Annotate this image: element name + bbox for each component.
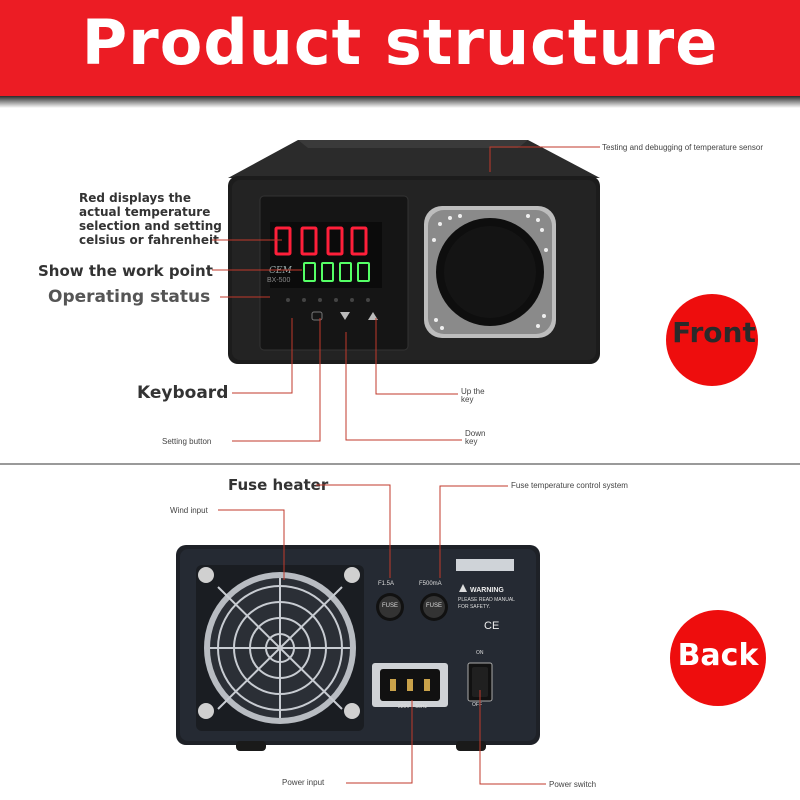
- power-socket-icon: [372, 663, 448, 707]
- up-key-label: Up the key: [461, 387, 485, 404]
- ce-mark: CE: [484, 620, 500, 632]
- fuse-left-cap: FUSE: [382, 603, 399, 609]
- back-badge-label: Back: [677, 638, 759, 673]
- back-badge: [670, 610, 766, 706]
- wind-input-label: Wind input: [170, 506, 208, 515]
- brand-text: CEM: [269, 266, 292, 276]
- fuse-right-cap: FUSE: [426, 603, 443, 609]
- section-divider: [0, 463, 800, 465]
- switch-off-label: OFF: [472, 702, 482, 708]
- switch-on-label: ON: [476, 650, 484, 656]
- banner-shadow: [0, 96, 800, 108]
- front-device-image: [228, 140, 600, 364]
- keyboard-label: Keyboard: [137, 383, 229, 403]
- page-title: Product structure: [81, 6, 719, 79]
- rocker-switch-icon: [467, 662, 493, 702]
- back-device-image: [176, 545, 540, 751]
- fuse-right-rating: F500mA: [419, 581, 442, 587]
- fuse-heater-label: Fuse heater: [228, 476, 329, 494]
- fuse-left-rating: F1.5A: [378, 581, 395, 587]
- warning-icon: [459, 584, 467, 592]
- front-badge: [666, 294, 758, 386]
- red-display-label: Red displays the actual temperature sele…: [79, 191, 222, 247]
- fan-grille-icon: [196, 565, 364, 731]
- warning-title: WARNING: [470, 587, 504, 594]
- setting-button-label: Setting button: [162, 437, 212, 446]
- front-badge-label: Front: [672, 316, 756, 349]
- sensor-label: Testing and debugging of temperature sen…: [602, 143, 763, 152]
- work-point-label: Show the work point: [38, 262, 213, 280]
- model-text: BX-500: [267, 277, 291, 284]
- operating-status-label: Operating status: [48, 287, 211, 307]
- power-input-label: Power input: [282, 778, 325, 787]
- warning-text: PLEASE READ MANUAL FOR SAFETY.: [458, 597, 515, 610]
- fuse-control-label: Fuse temperature control system: [511, 481, 628, 490]
- title-banner: [0, 0, 800, 96]
- power-switch-label: Power switch: [549, 780, 597, 789]
- voltage-label: 220V ~ 50Hz: [398, 704, 428, 710]
- down-key-label: Down key: [465, 429, 486, 446]
